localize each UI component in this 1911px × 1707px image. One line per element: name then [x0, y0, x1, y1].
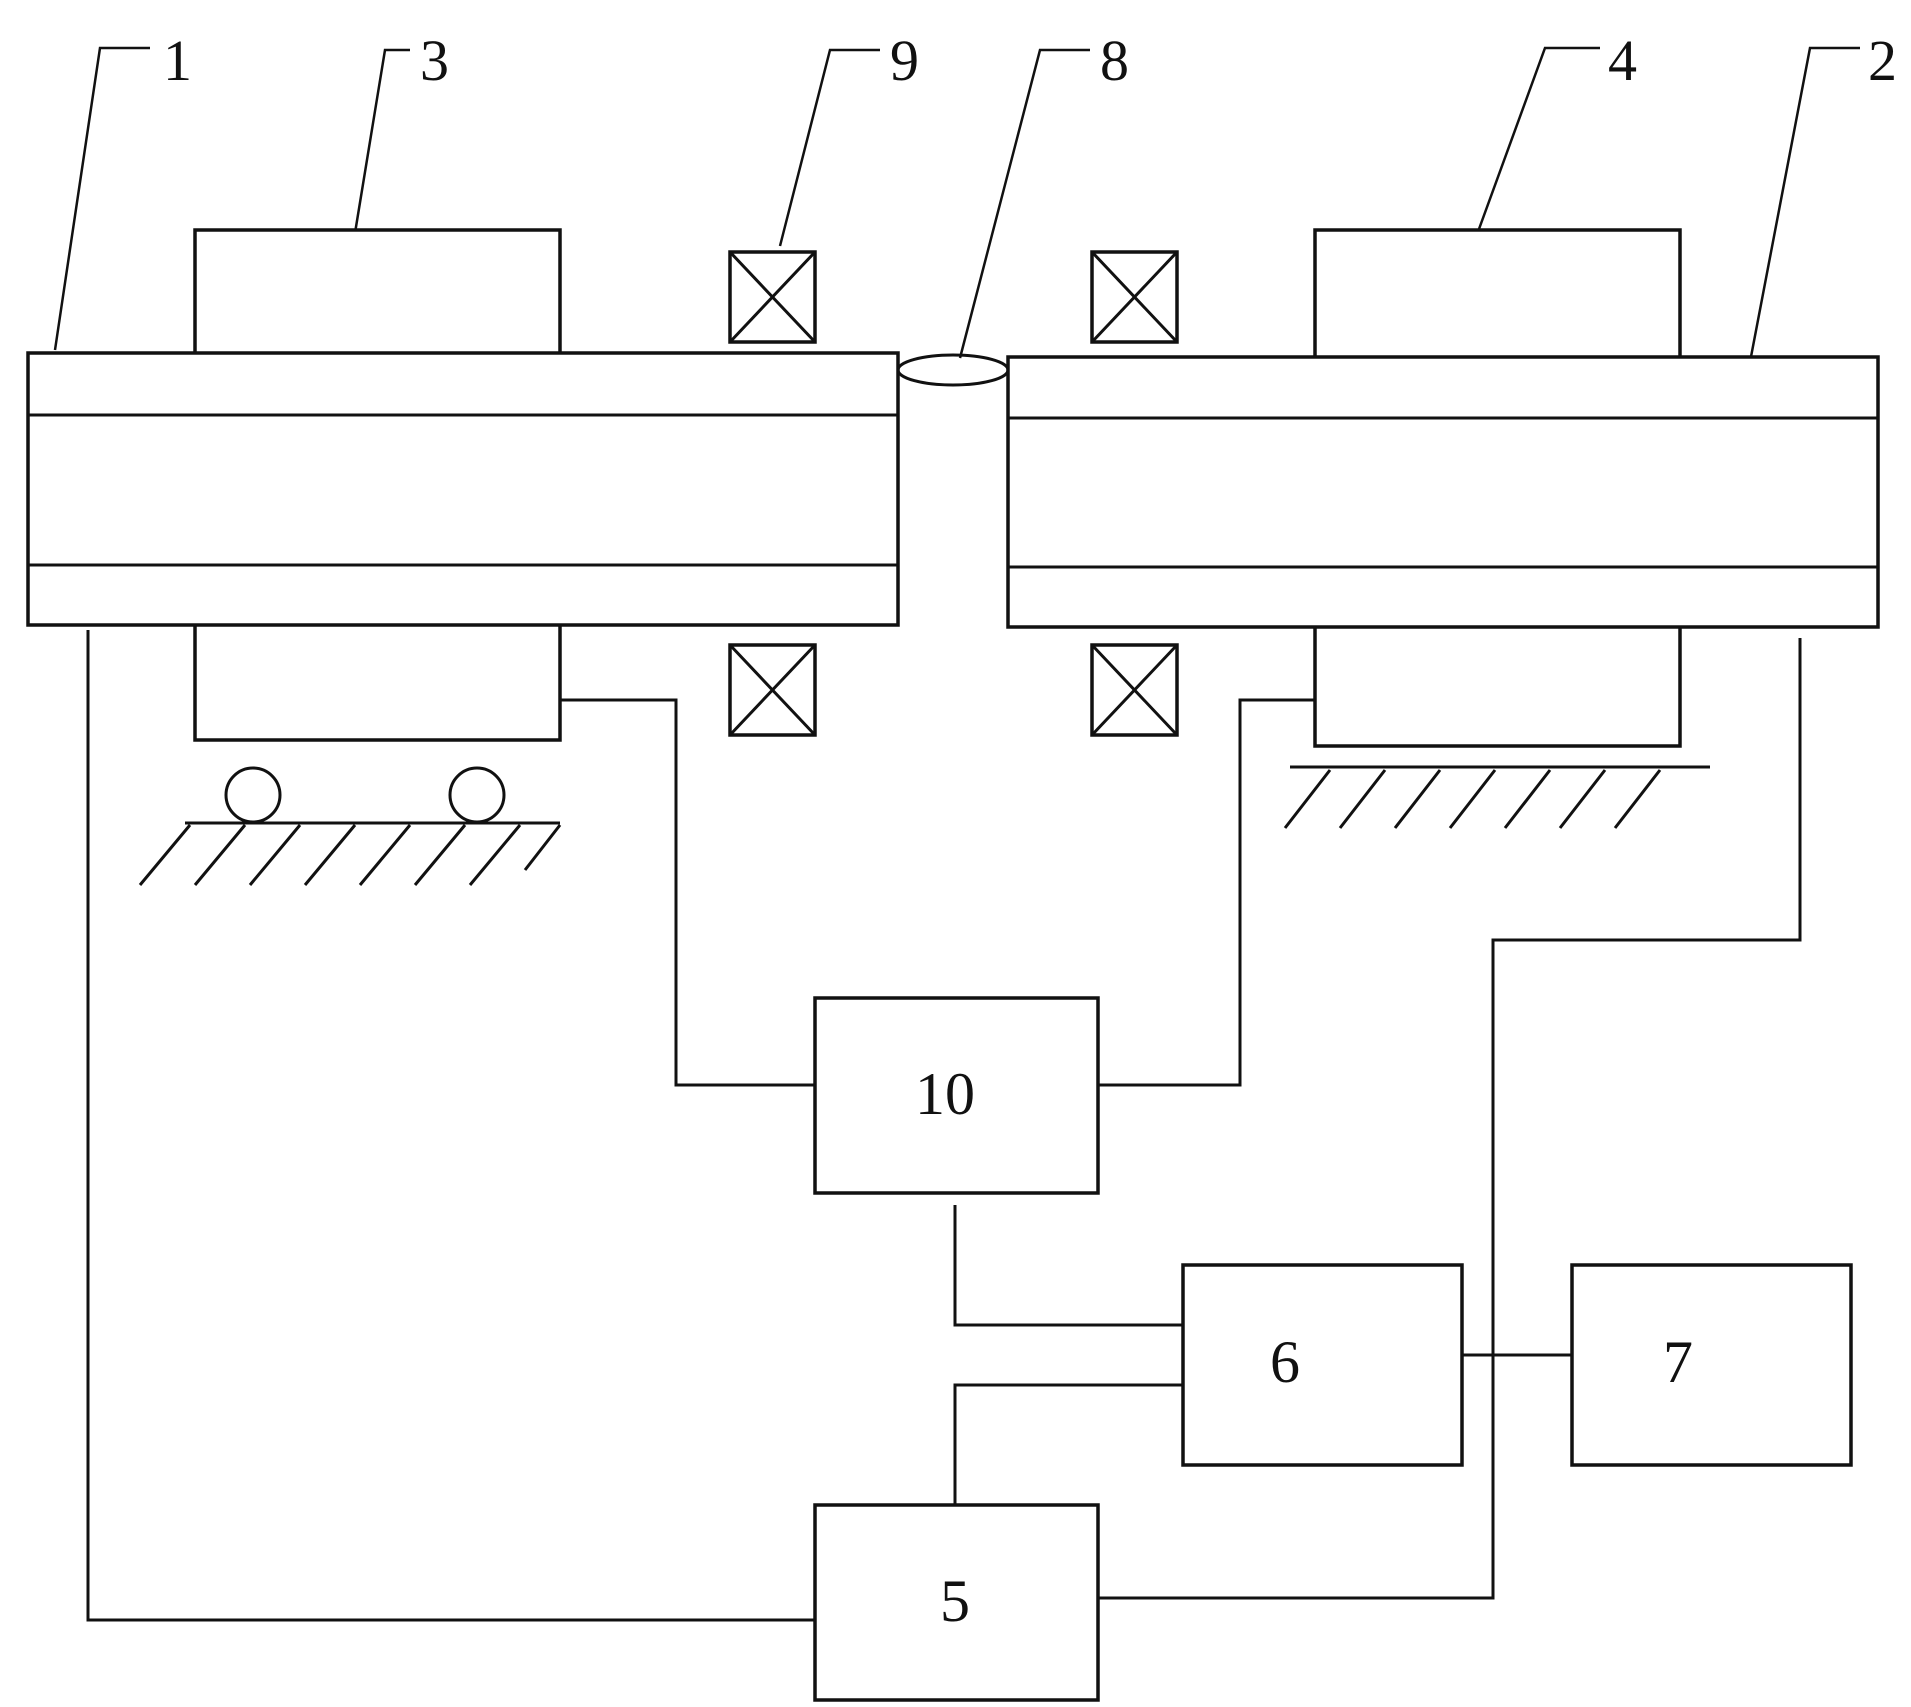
label-2: 2	[1868, 28, 1897, 93]
box-10: 10	[815, 998, 1098, 1193]
leader-4	[1475, 48, 1600, 240]
box-10-label: 10	[915, 1061, 975, 1127]
label-1: 1	[163, 28, 192, 93]
box-7: 7	[1572, 1265, 1851, 1465]
leader-8	[960, 50, 1090, 358]
joint-ring	[898, 355, 1008, 627]
label-3: 3	[420, 28, 449, 93]
box-5-label: 5	[940, 1568, 970, 1634]
left-clamp-top	[195, 230, 560, 355]
fixed-ground	[1285, 767, 1710, 828]
wire-clamp4-to-10	[1098, 700, 1315, 1085]
label-9: 9	[890, 28, 919, 93]
leader-1	[55, 48, 150, 350]
leader-3	[355, 50, 410, 233]
coil-section-bottom-right	[1092, 645, 1177, 735]
coil-section-top-right	[1092, 252, 1177, 342]
roller-wheel-right	[450, 768, 504, 822]
wire-pipe1-to-5	[88, 630, 815, 1620]
right-pipe	[1008, 357, 1878, 627]
left-clamp-bottom	[195, 615, 560, 740]
roller-wheel-left	[226, 768, 280, 822]
roller-support	[140, 768, 560, 885]
leader-9	[780, 50, 880, 246]
left-pipe-body	[28, 353, 898, 625]
wire-clamp3-to-10	[560, 700, 815, 1085]
coil-section-top-left	[730, 252, 815, 342]
wire-10-to-6	[955, 1205, 1183, 1325]
label-4: 4	[1608, 28, 1637, 93]
right-pipe-body	[1008, 357, 1878, 627]
box-7-label: 7	[1663, 1329, 1693, 1395]
leader-2	[1750, 48, 1860, 362]
box-6-label: 6	[1270, 1329, 1300, 1395]
label-8: 8	[1100, 28, 1129, 93]
right-clamp-top	[1315, 230, 1680, 358]
coil-section-bottom-left	[730, 645, 815, 735]
ring-ellipse	[898, 355, 1008, 385]
box-6: 6	[1183, 1265, 1462, 1465]
left-pipe	[28, 353, 898, 625]
wire-5-to-6	[955, 1385, 1183, 1505]
box-5: 5	[815, 1505, 1098, 1700]
right-clamp-bottom	[1315, 618, 1680, 746]
